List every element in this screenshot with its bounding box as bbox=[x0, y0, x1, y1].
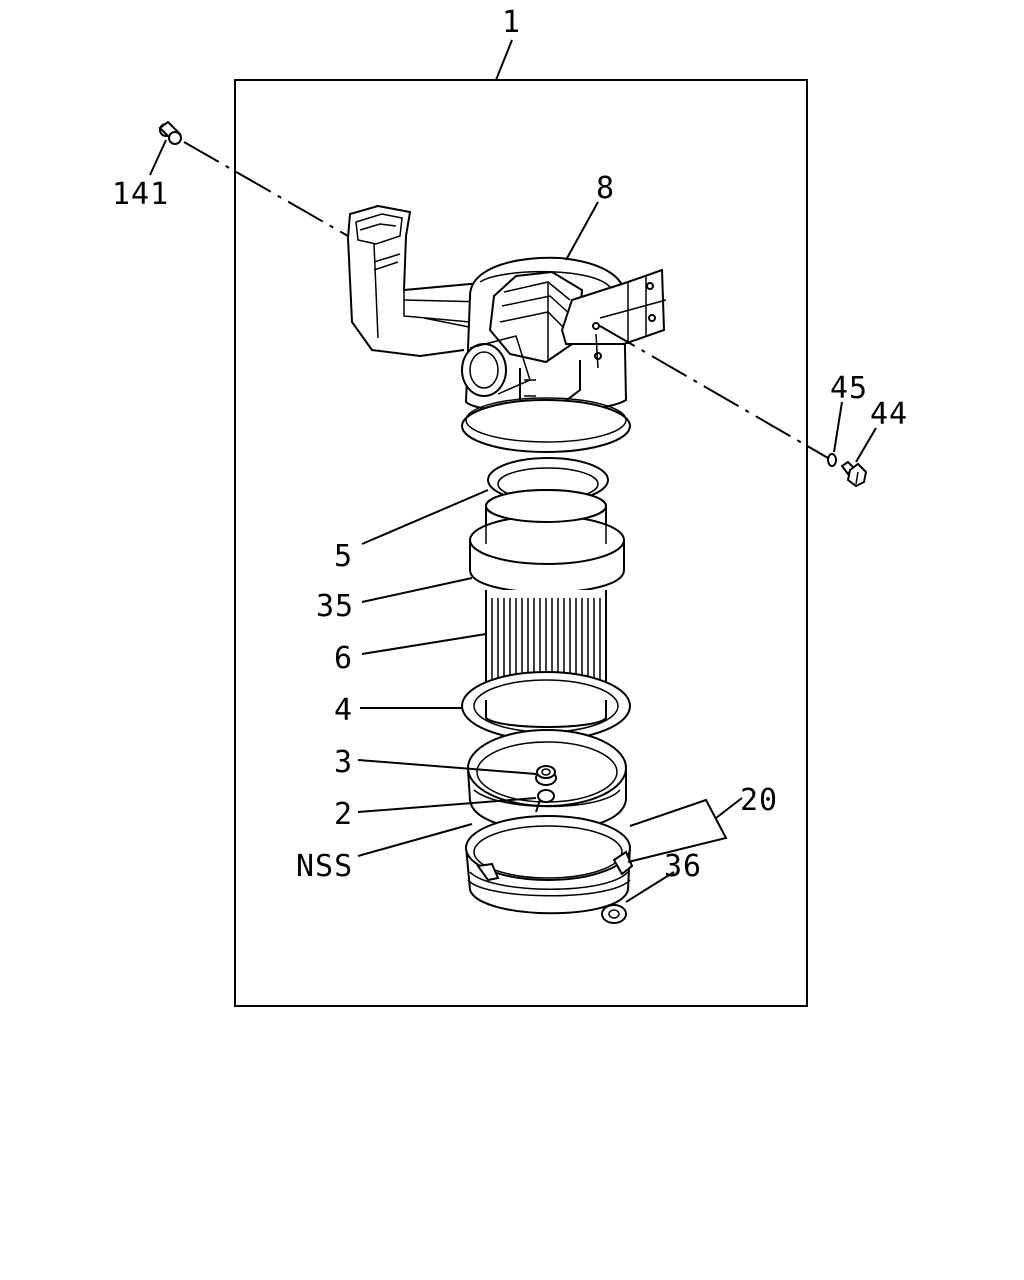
leader-44 bbox=[855, 427, 877, 463]
part-3-nut bbox=[535, 765, 557, 786]
label-5: 5 bbox=[334, 539, 353, 574]
diagram-frame bbox=[234, 79, 808, 1007]
leader-6 bbox=[361, 633, 487, 655]
label-4: 4 bbox=[334, 693, 353, 728]
label-8: 8 bbox=[596, 171, 615, 206]
label-2: 2 bbox=[334, 797, 353, 832]
leader-141 bbox=[149, 139, 167, 176]
leader-nss bbox=[357, 823, 473, 857]
leader-141-dashed bbox=[183, 141, 349, 237]
part-4-gasket bbox=[461, 671, 631, 741]
label-35: 35 bbox=[316, 589, 354, 624]
leader-2 bbox=[357, 797, 537, 813]
label-44: 44 bbox=[870, 397, 908, 432]
part-35-element-cap bbox=[469, 489, 625, 594]
part-36-washer bbox=[601, 904, 627, 924]
label-141: 141 bbox=[112, 177, 169, 212]
leader-36 bbox=[625, 871, 675, 903]
label-36: 36 bbox=[664, 849, 702, 884]
leader-3 bbox=[357, 759, 537, 775]
label-1: 1 bbox=[502, 5, 521, 40]
leader-8 bbox=[565, 201, 599, 261]
leader-20 bbox=[627, 797, 743, 863]
leader-5 bbox=[361, 489, 489, 545]
part-45-washer bbox=[827, 453, 837, 467]
label-nss: NSS bbox=[296, 849, 353, 884]
leader-45 bbox=[833, 401, 843, 453]
label-45: 45 bbox=[830, 371, 868, 406]
part-141-cap bbox=[158, 120, 182, 145]
leader-45-dashed bbox=[599, 325, 829, 459]
label-20: 20 bbox=[740, 783, 778, 818]
part-2-valve bbox=[535, 789, 555, 813]
part-8-housing bbox=[347, 204, 667, 453]
label-3: 3 bbox=[334, 745, 353, 780]
leader-35 bbox=[361, 577, 473, 603]
part-20-band-clamp bbox=[465, 815, 634, 915]
leader-1 bbox=[495, 39, 513, 81]
label-6: 6 bbox=[334, 641, 353, 676]
part-44-bolt bbox=[840, 460, 868, 488]
